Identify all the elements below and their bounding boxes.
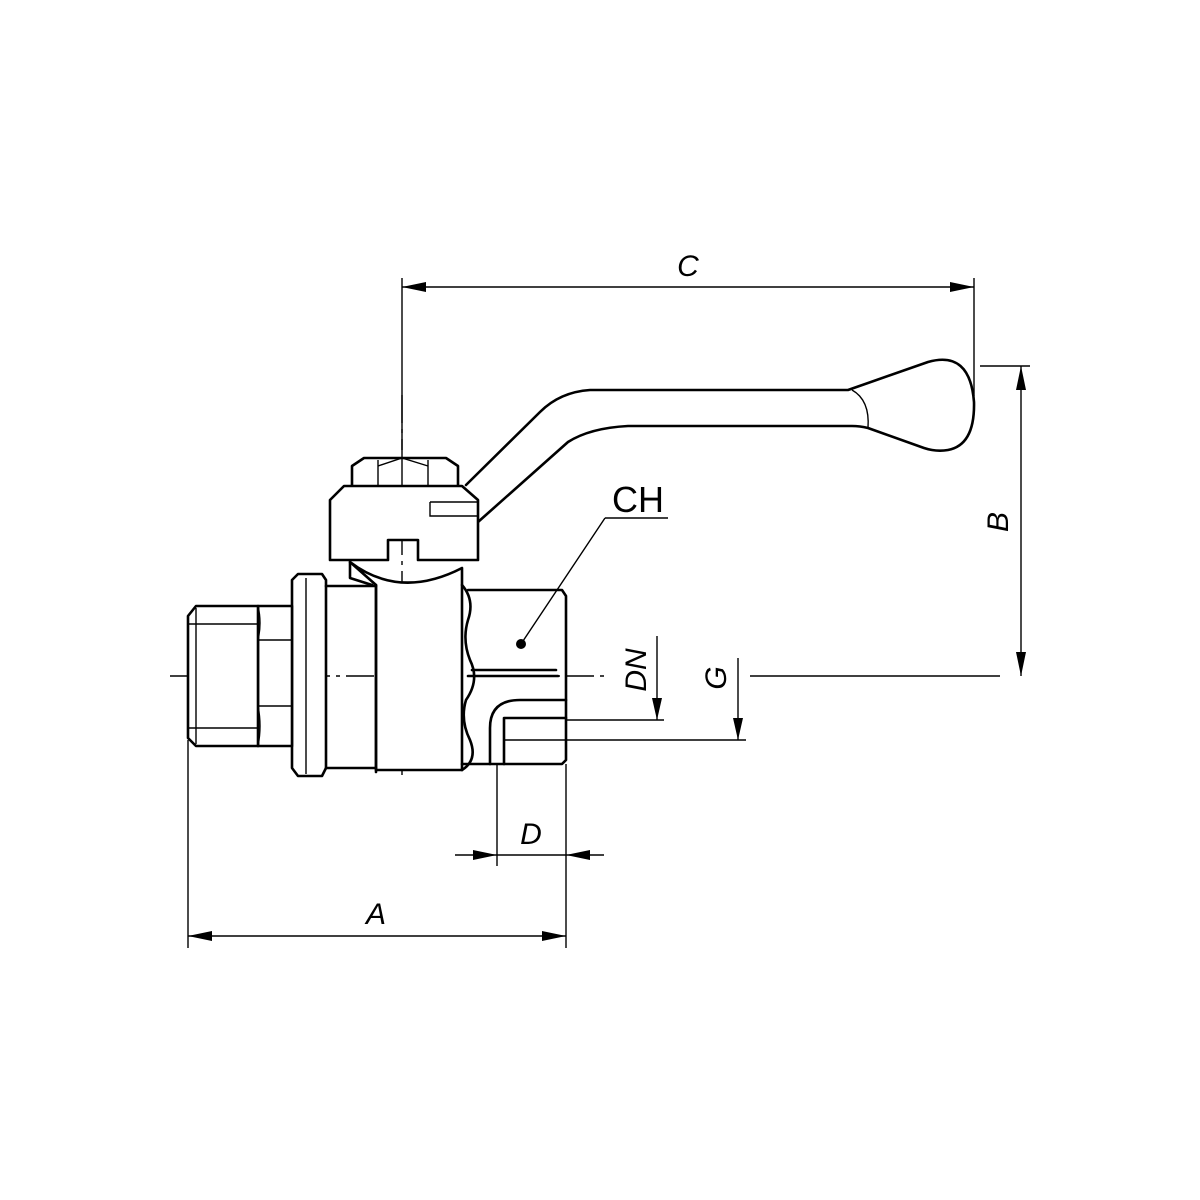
ch-leader <box>516 517 668 649</box>
dimension-label-g: G <box>700 666 733 689</box>
dimension-label-b: B <box>982 512 1015 532</box>
ch-leader-dot <box>516 639 526 649</box>
lever-handle <box>464 358 976 524</box>
handle-hub <box>328 484 480 562</box>
dimension-label-d: D <box>520 818 542 851</box>
dimension-g <box>566 658 746 741</box>
dimension-c <box>401 278 975 450</box>
stem-nut <box>350 456 460 489</box>
dimension-a <box>187 740 566 948</box>
dimension-label-c: C <box>677 250 699 283</box>
dimension-label-a: A <box>364 898 386 931</box>
dimension-d <box>455 764 604 948</box>
body-flange <box>290 572 378 778</box>
dimension-label-dn: DN <box>620 648 653 692</box>
male-threaded-end <box>186 604 294 748</box>
callout-label-ch: CH <box>612 479 664 520</box>
female-threaded-end <box>460 588 568 766</box>
valve-body <box>348 560 476 774</box>
dimension-dn <box>566 636 664 721</box>
dimension-b <box>980 365 1030 676</box>
